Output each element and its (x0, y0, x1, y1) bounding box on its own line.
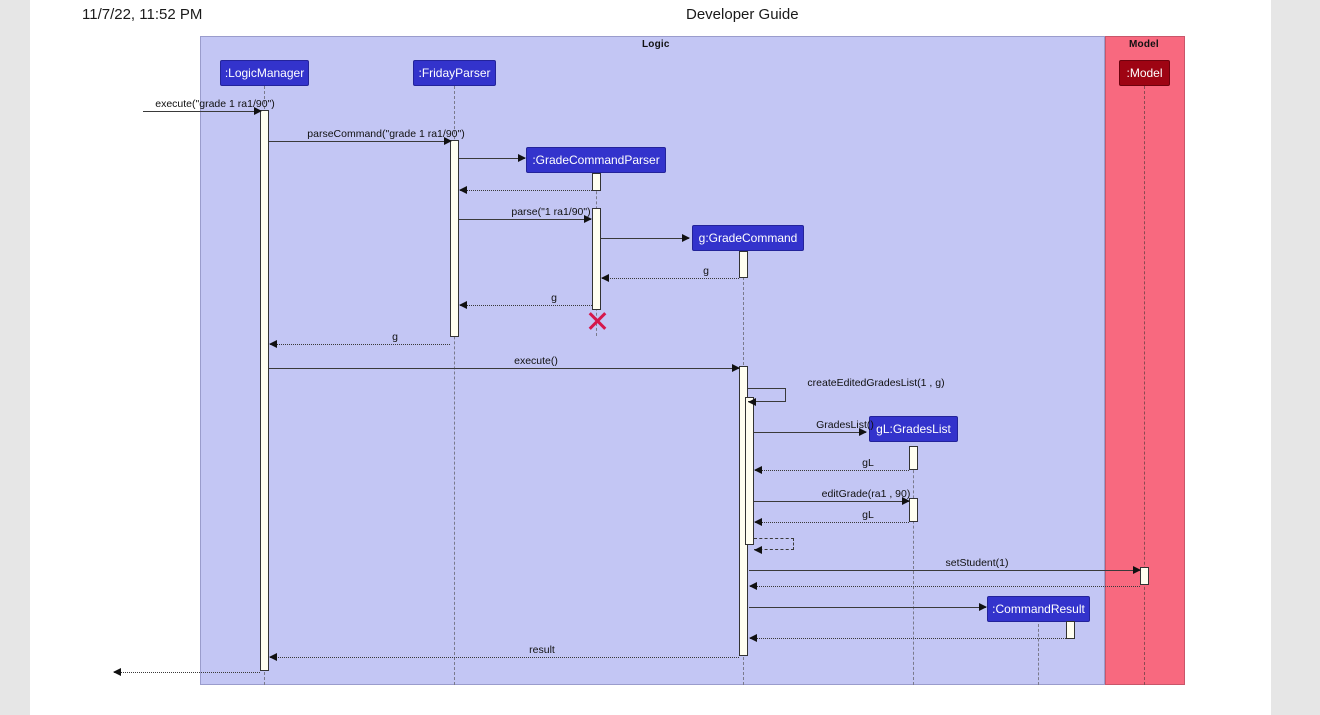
participant-gradecommandparser[interactable]: :GradeCommandParser (526, 147, 666, 173)
activation-commandresult (1066, 621, 1075, 639)
message-return-gl-edit-label: gL (862, 509, 874, 521)
activation-gradeslist-editgrade (909, 498, 918, 522)
message-edit-grade-label: editGrade(ra1 , 90) (821, 488, 911, 500)
message-execute-command-label: execute("grade 1 ra1/90") (155, 98, 275, 110)
message-return-g-gradecommand-label: g (703, 265, 709, 277)
message-parse-command-label: parseCommand("grade 1 ra1/90") (307, 128, 465, 140)
participant-model-label: :Model (1126, 66, 1163, 80)
activation-gradecommandparser-parse (592, 208, 601, 310)
activation-gradecommand-create (739, 251, 748, 278)
message-execute-label: execute() (514, 355, 558, 367)
message-return-gl-create-label: gL (862, 457, 874, 469)
document-page: 11/7/22, 11:52 PM Developer Guide Logic … (30, 0, 1271, 715)
activation-model (1140, 567, 1149, 585)
lifeline-commandresult (1038, 624, 1039, 685)
message-set-student-label: setStudent(1) (945, 557, 1009, 569)
frame-logic-label: Logic (642, 39, 670, 50)
participant-fridayparser-label: :FridayParser (418, 66, 491, 80)
participant-logicmanager[interactable]: :LogicManager (220, 60, 309, 86)
participant-logicmanager-label: :LogicManager (224, 66, 305, 80)
participant-fridayparser[interactable]: :FridayParser (413, 60, 496, 86)
activation-logicmanager (260, 110, 269, 671)
participant-gradeslist[interactable]: gL:GradesList (869, 416, 958, 442)
message-create-edited-grades-list-label: createEditedGradesList(1 , g) (807, 377, 945, 389)
page-header-title: Developer Guide (686, 6, 799, 23)
lifeline-gradeslist (913, 450, 914, 685)
participant-gradecommandparser-label: :GradeCommandParser (532, 153, 660, 167)
lifeline-fridayparser (454, 86, 455, 685)
participant-gradecommand[interactable]: g:GradeCommand (692, 225, 804, 251)
participant-gradeslist-label: gL:GradesList (876, 422, 951, 436)
message-gradeslist-create-label: GradesList() (816, 419, 874, 431)
destroy-marker-gradecommandparser (586, 310, 608, 332)
frame-model (1105, 36, 1185, 685)
activation-gradecommand-inner (745, 397, 754, 545)
message-parse-label: parse("1 ra1/90") (511, 206, 591, 218)
sequence-diagram: Logic Model :LogicManager :FridayParser … (30, 0, 1271, 715)
participant-model[interactable]: :Model (1119, 60, 1170, 86)
page-header-date: 11/7/22, 11:52 PM (82, 6, 203, 23)
activation-fridayparser (450, 140, 459, 337)
message-create-edited-grades-list (748, 388, 786, 402)
participant-commandresult-label: :CommandResult (992, 602, 1085, 616)
message-return-g-parser-label: g (551, 292, 557, 304)
activation-gradeslist-create (909, 446, 918, 470)
message-return-g-logicmanager-label: g (392, 331, 398, 343)
frame-logic (200, 36, 1105, 685)
frame-model-label: Model (1129, 39, 1159, 50)
activation-gradecommandparser-create (592, 173, 601, 191)
lifeline-model (1144, 86, 1145, 685)
participant-gradecommand-label: g:GradeCommand (698, 231, 798, 245)
participant-commandresult[interactable]: :CommandResult (987, 596, 1090, 622)
message-result-label: result (529, 644, 555, 656)
message-self-return-gradecommand (754, 538, 794, 550)
